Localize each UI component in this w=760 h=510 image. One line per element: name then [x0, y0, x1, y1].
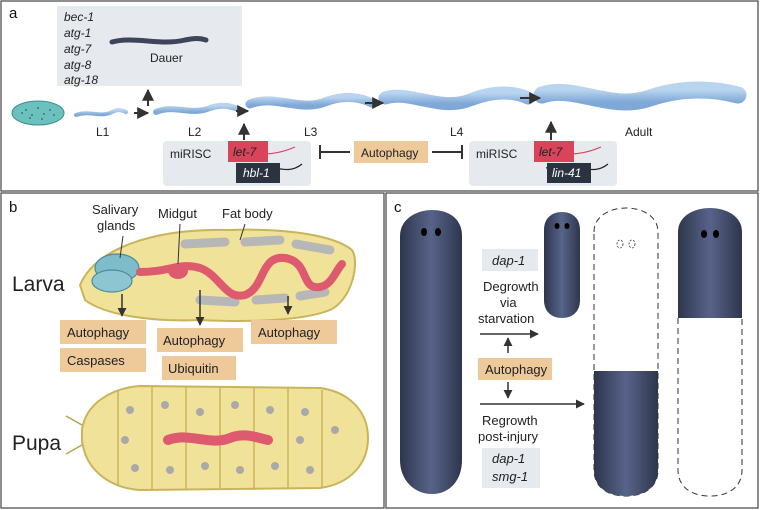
worm-adult: [533, 81, 747, 111]
dauer-gene: atg-8: [64, 58, 92, 72]
salivary-autophagy-label: Autophagy: [67, 325, 130, 340]
let7-label-right: let-7: [539, 145, 564, 159]
planarian-eye: [701, 230, 707, 238]
caspases-box: [60, 348, 146, 372]
pupa-midgut: [163, 430, 273, 446]
fat-body-label: Fat body: [222, 206, 273, 221]
smg1-label: smg-1: [492, 469, 528, 484]
dauer-gene: bec-1: [64, 10, 94, 24]
hbl1-label: hbl-1: [243, 166, 270, 180]
midgut-tube: [136, 253, 346, 300]
salivary-glands: [91, 253, 140, 293]
stage-label: Adult: [625, 125, 653, 139]
autophagy-label-c: Autophagy: [485, 362, 548, 377]
midgut-autophagy-box: [157, 328, 243, 352]
stage-label: L2: [188, 125, 202, 139]
dauer-gene-box: [57, 6, 242, 86]
salivary-leader: [119, 235, 124, 259]
planarian-eye: [421, 228, 427, 236]
dauer-gene: atg-1: [64, 26, 91, 40]
planarian-head-fragment: [678, 208, 742, 318]
planarian-eye: [554, 223, 560, 229]
egg-texture: [21, 107, 55, 120]
larva-label: Larva: [12, 273, 65, 296]
ubiquitin-box: [162, 356, 236, 380]
let7-box-right: [534, 141, 574, 162]
planarian-eye-outline: [616, 239, 624, 249]
let7-box-left: [228, 141, 268, 162]
fat-body-autophagy-label: Autophagy: [258, 325, 321, 340]
dap1-box-top: [482, 249, 538, 271]
planarian-eye: [435, 228, 441, 236]
lin41-box: [547, 163, 591, 183]
panel-a-border: [0, 0, 759, 192]
dauer-worm: [109, 36, 209, 45]
panel-b-letter: b: [9, 199, 17, 216]
panel-c: c dap-1 Degrowth via starvation Autophag…: [385, 192, 759, 509]
dauer-gene: atg-7: [64, 42, 93, 56]
pupa-spiracles: [65, 415, 83, 455]
planarian-starved: [544, 212, 580, 318]
midgut-leader: [177, 223, 181, 265]
bottom-gene-box: [482, 448, 540, 488]
stage-label: L4: [450, 125, 464, 139]
panel-b-border: [0, 192, 385, 509]
fat-body-leader: [239, 223, 246, 241]
worm-l4: [378, 86, 535, 111]
planarian-eye: [564, 223, 570, 229]
degrowth-line3: starvation: [478, 311, 534, 326]
planarian-intact: [400, 210, 462, 494]
planarian-regrowth-outline: [677, 318, 743, 497]
salivary-label-line2: glands: [97, 218, 136, 233]
planarian-eye-outline: [628, 239, 636, 249]
salivary-label-line1: Salivary: [92, 202, 139, 217]
mirisc-right-label: miRISC: [476, 147, 518, 161]
degrowth-line1: Degrowth: [483, 279, 539, 294]
let7-label-left: let-7: [233, 145, 258, 159]
degrowth-line2: via: [500, 295, 517, 310]
caspases-label: Caspases: [67, 353, 125, 368]
panel-a: a bec-1 atg-1 atg-7 atg-8 atg-18 Dauer L…: [0, 0, 759, 192]
worm-l1: [74, 108, 128, 117]
dap1-label-top: dap-1: [492, 253, 525, 268]
midgut-label: Midgut: [158, 206, 197, 221]
autophagy-box-a: [354, 141, 428, 163]
fat-body-autophagy-box: [251, 320, 337, 344]
worm-l2: [153, 102, 241, 115]
regrowth-line1: Regrowth: [482, 413, 538, 428]
stage-label: L1: [96, 125, 110, 139]
stage-label: L3: [304, 125, 318, 139]
panel-c-border: [385, 192, 759, 509]
panel-a-letter: a: [9, 5, 18, 22]
lin41-label: lin-41: [552, 166, 581, 180]
planarian-eye: [713, 230, 719, 238]
pupa-label: Pupa: [12, 432, 61, 455]
worm-l3: [245, 92, 377, 110]
egg: [11, 100, 65, 126]
ubiquitin-label: Ubiquitin: [168, 361, 219, 376]
fat-body-tissue: [180, 235, 335, 307]
midgut-autophagy-label: Autophagy: [163, 333, 226, 348]
hbl1-box: [236, 163, 280, 183]
panel-c-letter: c: [394, 199, 402, 216]
dauer-gene: atg-18: [64, 73, 98, 87]
regrowth-line2: post-injury: [478, 429, 538, 444]
panel-b: b Larva Pupa Salivary glands Midgut Fat …: [0, 192, 385, 509]
pupa-fat-body: [121, 401, 339, 474]
autophagy-label-a: Autophagy: [361, 146, 418, 160]
midgut-bulb: [168, 263, 188, 279]
dauer-label: Dauer: [150, 51, 183, 65]
mirisc-left-label: miRISC: [170, 147, 212, 161]
planarian-tail-fragment: [594, 371, 658, 496]
dap1-label-bottom: dap-1: [492, 451, 525, 466]
salivary-autophagy-box: [60, 320, 146, 344]
autophagy-box-c: [478, 358, 552, 380]
